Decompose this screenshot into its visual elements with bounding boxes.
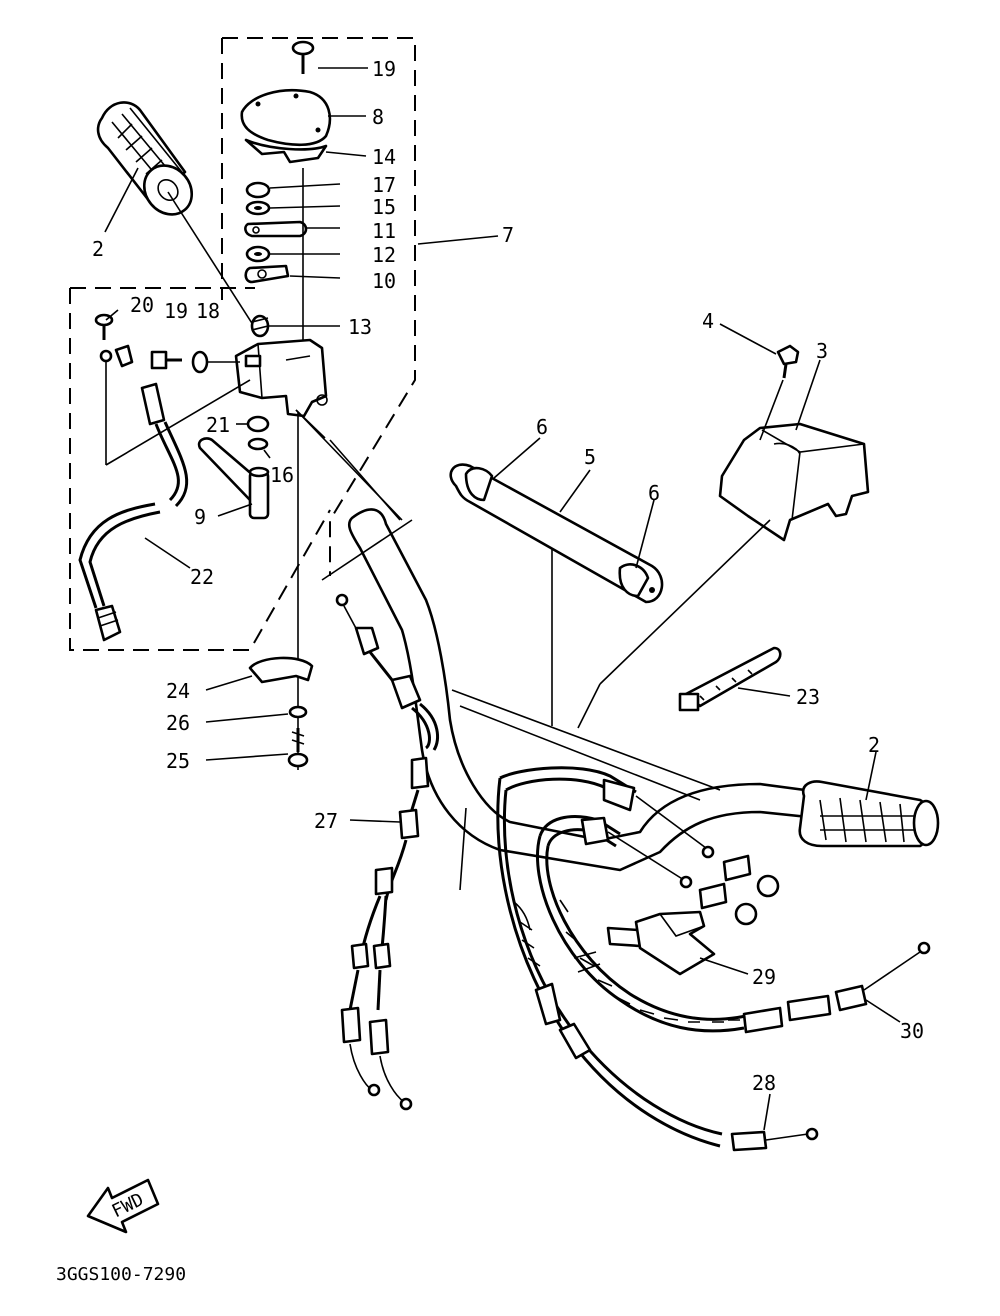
label-11: 11 (372, 219, 396, 243)
label-6-right: 6 (648, 481, 660, 505)
screw-20 (94, 313, 114, 340)
throttle-lever-10 (244, 264, 290, 284)
label-17: 17 (372, 173, 396, 197)
leader-lines (104, 67, 901, 1131)
label-2-left: 2 (92, 237, 104, 261)
label-5: 5 (584, 445, 596, 469)
switch-29 (606, 910, 716, 976)
figure-code: 3GGS100-7290 (56, 1264, 186, 1285)
label-22: 22 (190, 565, 214, 589)
label-9: 9 (194, 505, 206, 529)
bolt-25 (287, 728, 309, 768)
lever-9 (197, 437, 270, 520)
throttle-arm-11 (244, 220, 308, 238)
label-8: 8 (372, 105, 384, 129)
label-25: 25 (166, 749, 190, 773)
label-7: 7 (502, 223, 514, 247)
clutch-cable-28 (496, 766, 819, 1152)
brake-switch-cable-22 (78, 382, 189, 642)
throttle-cover (240, 88, 332, 147)
label-29: 29 (752, 965, 776, 989)
label-6-left: 6 (536, 415, 548, 439)
bolt-19-side (150, 350, 182, 370)
label-28: 28 (752, 1071, 776, 1095)
label-13: 13 (348, 315, 372, 339)
bolt-4 (776, 344, 800, 379)
washer-18 (191, 350, 209, 374)
clamp-24 (248, 656, 314, 684)
washer-17 (245, 181, 271, 199)
throttle-housing (234, 338, 328, 418)
right-grip (798, 780, 940, 848)
label-10: 10 (372, 269, 396, 293)
label-18: 18 (196, 299, 220, 323)
washer-26 (288, 705, 308, 719)
brake-cable-30 (536, 815, 931, 1034)
label-4: 4 (702, 309, 714, 333)
cable-adjusters (698, 854, 780, 926)
handlebar-pad-5 (449, 463, 664, 604)
clip-small (99, 344, 134, 368)
screw-19-top (291, 40, 315, 74)
label-14: 14 (372, 145, 396, 169)
label-19-side: 19 (164, 299, 188, 323)
washer-16 (247, 437, 269, 451)
label-2-right: 2 (868, 733, 880, 757)
label-30: 30 (900, 1019, 924, 1043)
label-23: 23 (796, 685, 820, 709)
washer-21 (246, 415, 270, 433)
label-15: 15 (372, 195, 396, 219)
left-grip (96, 101, 194, 216)
part-labels: 2 19 8 14 17 15 11 12 10 7 13 20 19 18 2… (92, 57, 924, 1095)
label-26: 26 (166, 711, 190, 735)
label-24: 24 (166, 679, 190, 703)
label-19-top: 19 (372, 57, 396, 81)
label-3: 3 (816, 339, 828, 363)
label-20: 20 (130, 293, 154, 317)
cable-tie-23 (678, 646, 782, 712)
spring-13 (250, 314, 270, 338)
throttle-cable-27 (335, 593, 439, 1111)
handlebar-clamp-cover-3 (718, 422, 870, 542)
label-27: 27 (314, 809, 338, 833)
fwd-arrow: FWD (86, 1178, 160, 1234)
label-12: 12 (372, 243, 396, 267)
cover-gasket (244, 138, 328, 164)
label-16: 16 (270, 463, 294, 487)
brake-lever-assembly-box (69, 287, 331, 651)
throttle-assembly-box (221, 37, 416, 576)
label-21: 21 (206, 413, 230, 437)
